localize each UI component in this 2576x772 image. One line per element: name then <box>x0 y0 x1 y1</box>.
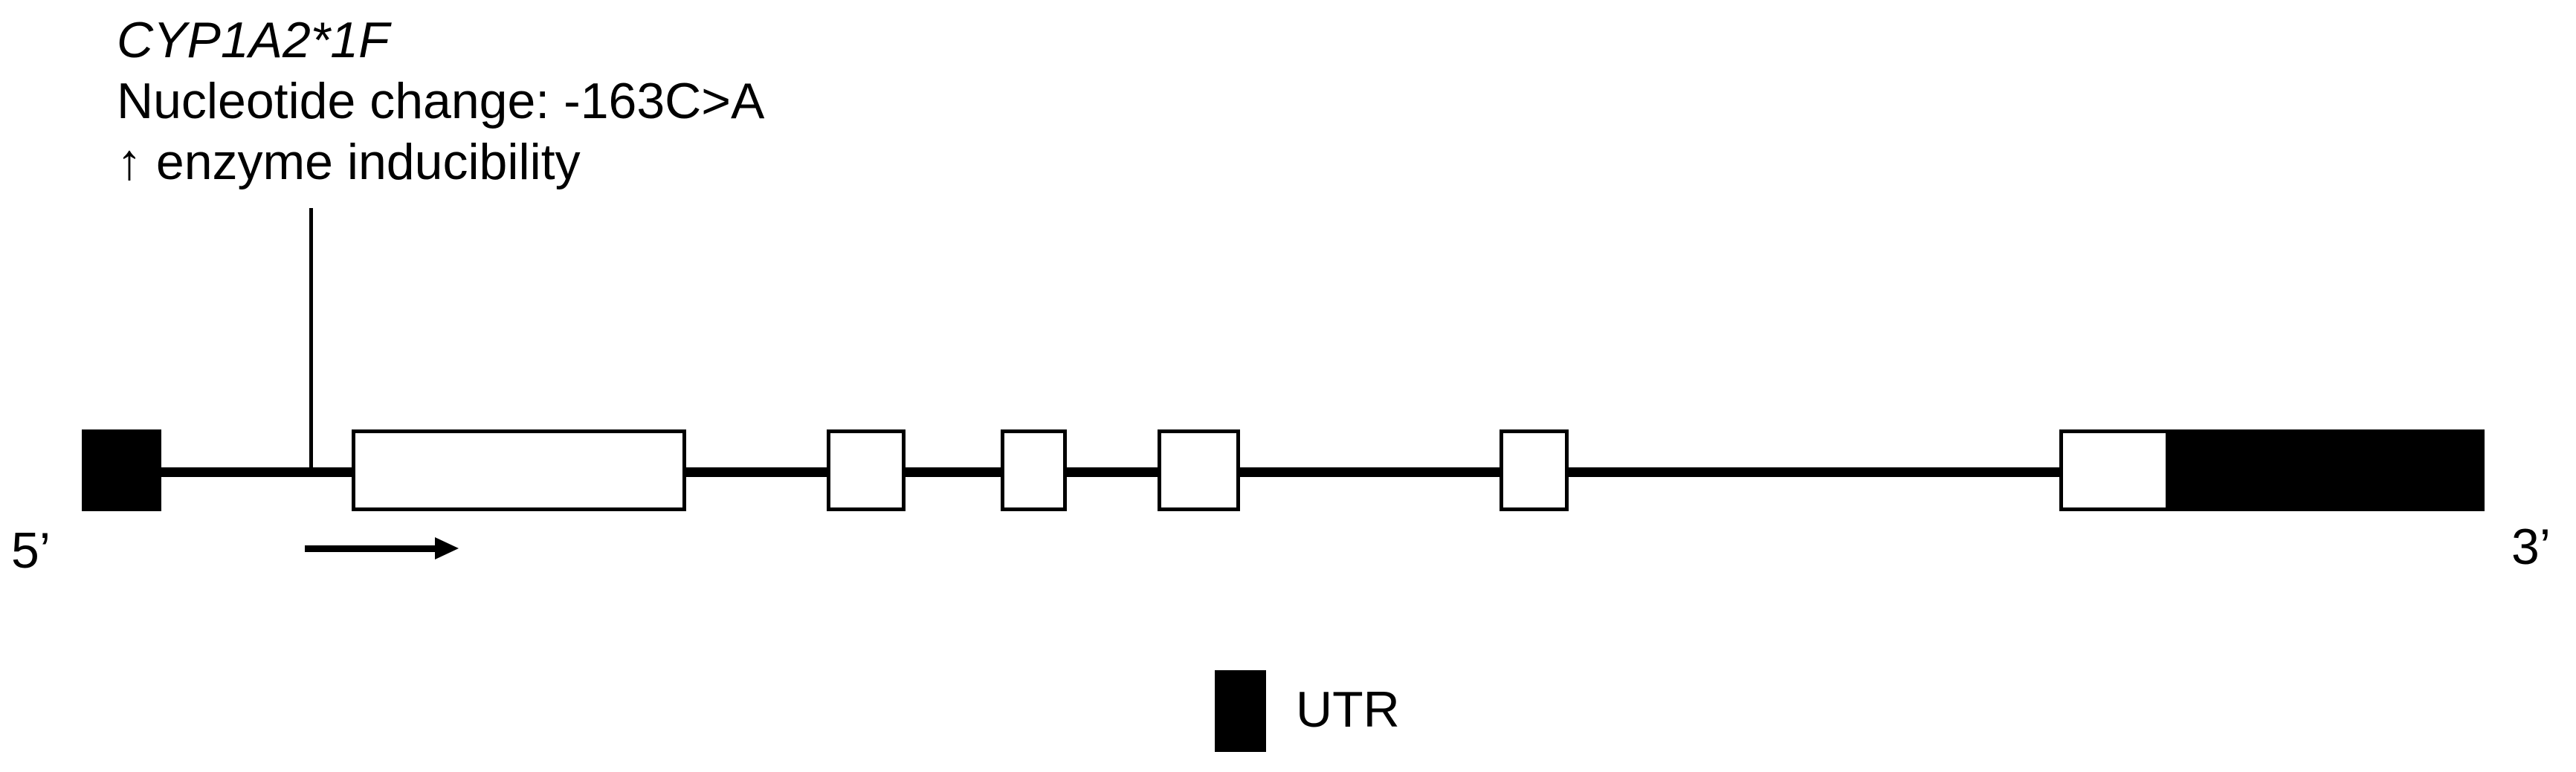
nucleotide-change-text: Nucleotide change: -163C>A <box>117 73 765 129</box>
exon-2-box <box>827 429 906 511</box>
exon-3-box <box>1001 429 1067 511</box>
exon-1-box <box>352 429 686 511</box>
exon-6-box <box>2059 429 2169 511</box>
three-prime-label: 3’ <box>2511 519 2551 575</box>
variant-annotation: CYP1A2*1F Nucleotide change: -163C>A ↑ e… <box>117 10 764 192</box>
transcription-arrow-head <box>435 537 459 559</box>
enzyme-inducibility-text: ↑ enzyme inducibility <box>117 134 581 190</box>
variant-callout-line <box>309 208 313 473</box>
transcription-arrow-shaft <box>305 545 436 552</box>
three-prime-utr-box <box>2169 429 2485 511</box>
utr-legend-label: UTR <box>1296 681 1400 738</box>
exon-4-box <box>1158 429 1240 511</box>
five-prime-label: 5’ <box>11 522 51 579</box>
utr-legend-swatch <box>1215 670 1266 752</box>
five-prime-utr-box <box>82 429 161 511</box>
allele-name: CYP1A2*1F <box>117 12 390 68</box>
exon-5-box <box>1500 429 1569 511</box>
